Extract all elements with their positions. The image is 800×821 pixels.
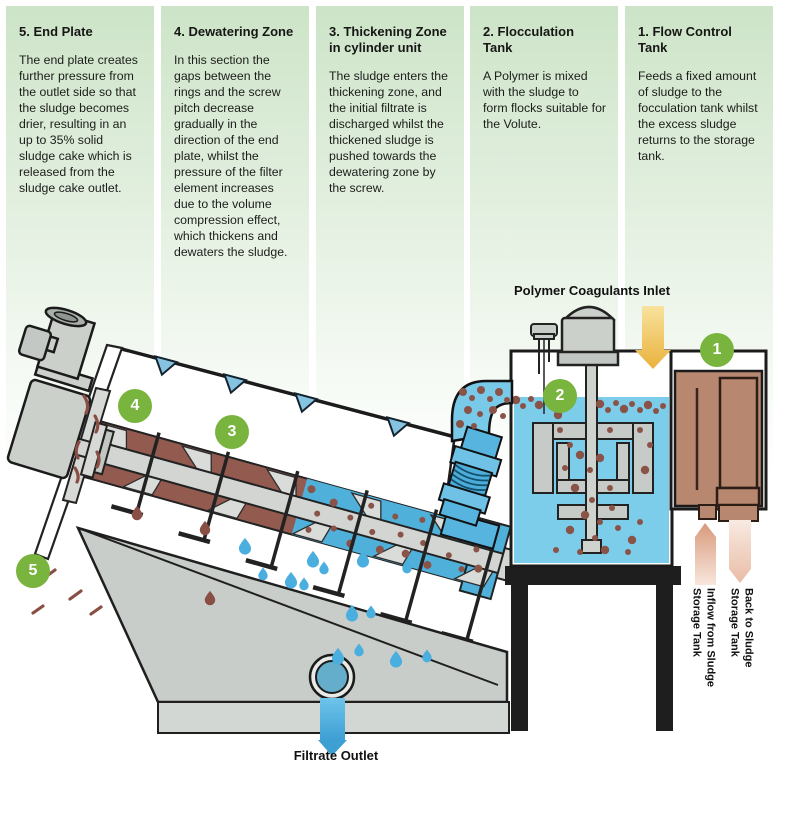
sludge-flocks-in-pipe <box>456 386 510 429</box>
sludge-drops <box>131 505 216 606</box>
marker-2: 2 <box>543 379 577 413</box>
column-body: Feeds a fixed amount of sludge to the fo… <box>638 68 758 163</box>
column-title: 4. Dewatering Zone <box>174 24 294 39</box>
polymer-inlet-label: Polymer Coagulants Inlet <box>514 283 671 298</box>
inflow-label: Inflow from Sludge Storage Tank <box>690 588 717 687</box>
column-body: The end plate creates further pressure f… <box>19 52 138 195</box>
inflow-arrow <box>695 523 716 585</box>
marker-5: 5 <box>16 554 50 588</box>
column-title: 3. Thickening Zone in cylinder unit <box>329 24 447 55</box>
drive-motor <box>6 306 97 480</box>
filtrate-outlet-label: Filtrate Outlet <box>293 748 379 763</box>
flow-control-tank <box>669 349 768 522</box>
column-thickening-zone: 3. Thickening Zone in cylinder unit The … <box>316 6 464 478</box>
water-drops <box>238 537 432 668</box>
marker-4: 4 <box>118 389 152 423</box>
column-title: 2. Flocculation Tank <box>483 24 575 55</box>
filtrate-outlet <box>308 653 356 756</box>
marker-3: 3 <box>215 415 249 449</box>
polymer-inlet-arrow <box>635 306 671 369</box>
column-body: The sludge enters the thickening zone, a… <box>329 68 448 195</box>
column-body: A Polymer is mixed with the sludge to fo… <box>483 68 607 131</box>
drum-clamp-triangles <box>153 354 411 438</box>
marker-1: 1 <box>700 333 734 367</box>
feed-pipe <box>437 379 514 551</box>
flocculation-tank <box>505 305 681 731</box>
column-body: In this section the gaps between the rin… <box>174 52 288 259</box>
column-title: 1. Flow Control Tank <box>638 24 732 55</box>
column-title: 5. End Plate <box>19 24 93 39</box>
back-to-storage-arrow <box>729 520 751 583</box>
back-to-storage-label: Back to Sludge Storage Tank <box>728 588 755 668</box>
mixer-motor <box>556 305 620 367</box>
